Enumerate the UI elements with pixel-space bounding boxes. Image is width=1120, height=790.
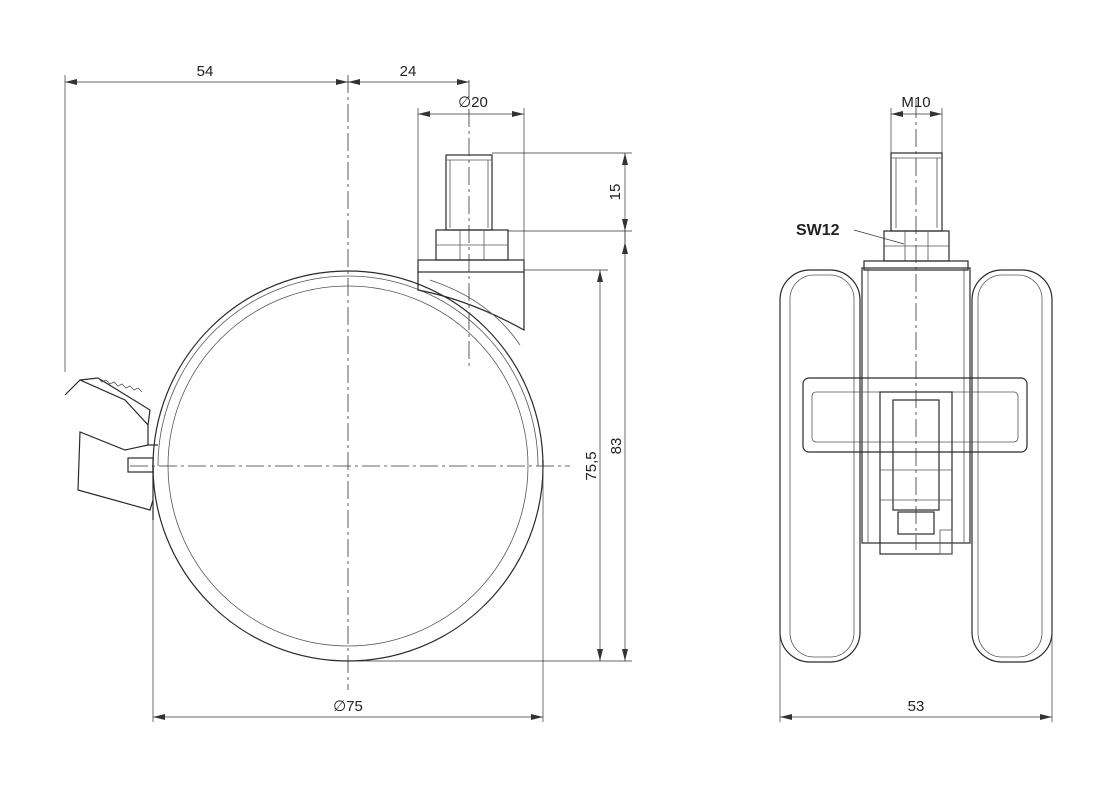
dimension-width: 53 — [779, 600, 1053, 722]
dimension-wheel-diameter: ∅75 — [152, 470, 544, 722]
dimension-24-label: 24 — [400, 63, 417, 80]
dimension-15-label: 15 — [607, 184, 624, 201]
dimension-15: 15 — [492, 152, 632, 242]
side-view: 54 24 ∅20 15 — [64, 63, 632, 722]
brake-pedal — [64, 377, 158, 511]
dimension-75-5: 75,5 — [348, 269, 632, 662]
dimension-stem-diameter: ∅20 — [417, 94, 525, 262]
left-wheel-front — [779, 269, 861, 663]
dimension-24: 24 — [348, 63, 469, 85]
dimension-wheel-diameter-label: ∅75 — [333, 698, 363, 715]
dimension-83: 83 — [608, 231, 628, 661]
dimension-thread: M10 — [890, 94, 943, 153]
right-wheel-front — [971, 269, 1053, 663]
stem-side — [417, 154, 525, 346]
dimension-75-5-label: 75,5 — [583, 451, 600, 480]
wrench-size-label: SW12 — [796, 222, 840, 239]
brake-bracket-front — [802, 377, 1028, 555]
dimension-thread-label: M10 — [901, 94, 930, 111]
front-view: M10 SW12 53 — [779, 94, 1053, 722]
dimension-width-label: 53 — [908, 698, 925, 715]
dimension-54-label: 54 — [197, 63, 214, 80]
dimension-stem-diameter-label: ∅20 — [458, 94, 488, 111]
dimension-54: 54 — [64, 63, 348, 372]
wrench-size-callout: SW12 — [796, 222, 905, 245]
dimension-83-label: 83 — [608, 438, 625, 455]
